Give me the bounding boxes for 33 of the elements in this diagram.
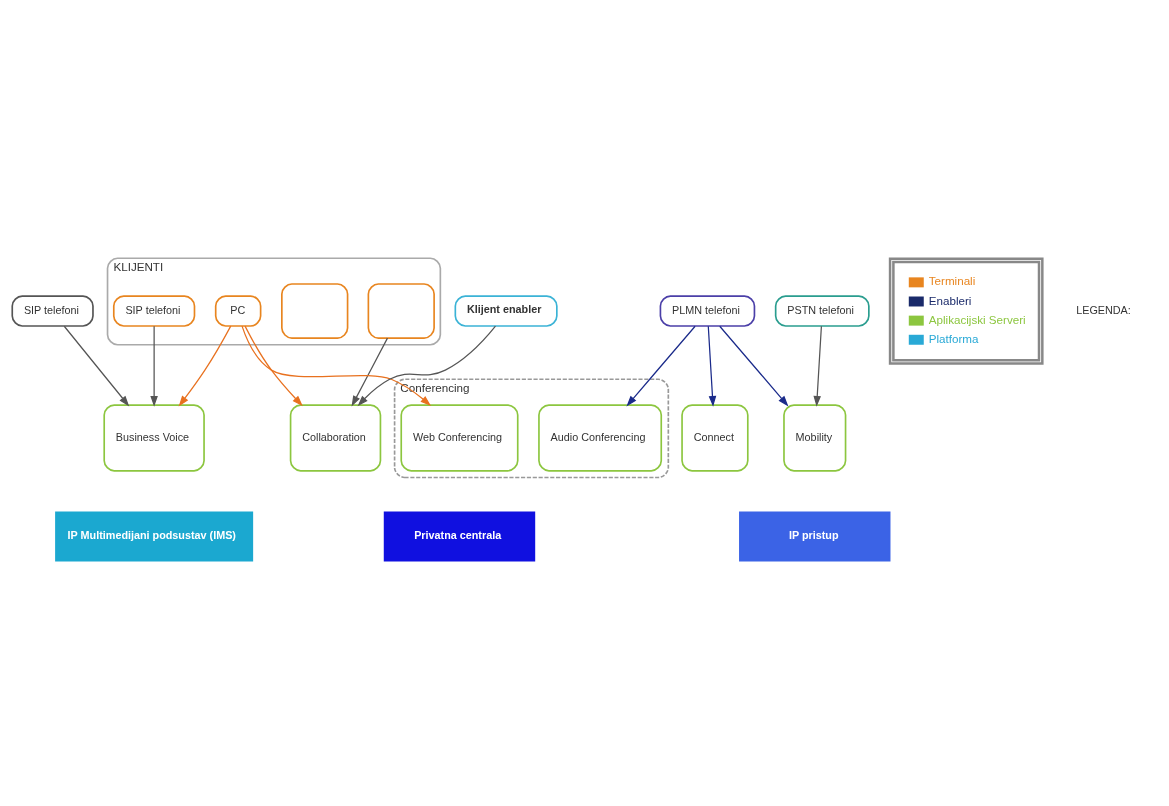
node-box: SIP telefoni — [11, 295, 94, 327]
arrow — [351, 337, 389, 407]
arrow — [241, 325, 432, 407]
node-box: IP pristup — [739, 511, 891, 562]
arrow — [719, 325, 789, 407]
node-box: Audio Conferencing — [538, 404, 663, 472]
arrow — [178, 325, 232, 407]
node-box: Web Conferencing — [400, 404, 519, 472]
node-box: PC — [214, 295, 262, 327]
node-box: Business Voice — [103, 404, 205, 472]
legend-label: Enableri — [928, 293, 972, 307]
node-box — [367, 283, 435, 339]
arrow — [813, 325, 823, 407]
node-box: SIP telefoni — [112, 295, 196, 327]
node-box: PSTN telefoni — [774, 295, 870, 327]
legend-label: Platforma — [928, 331, 979, 345]
arrow — [244, 325, 303, 407]
node-box — [281, 283, 349, 339]
arrow — [150, 325, 158, 407]
legend-label: Terminali — [928, 274, 976, 288]
node-box: PLMN telefoni — [659, 295, 756, 327]
arrow — [707, 325, 717, 407]
arrow — [357, 325, 497, 407]
arrow — [63, 325, 130, 407]
node-box: Privatna centrala — [383, 511, 536, 562]
label: LEGENDA: — [1076, 303, 1131, 316]
legend-label: Aplikacijski Serveri — [928, 312, 1026, 326]
node-box: Mobility — [783, 404, 847, 472]
node-box: Collaboration — [289, 404, 382, 472]
node-box: IP Multimedijani podsustav (IMS) — [55, 511, 254, 562]
arrow — [626, 325, 696, 407]
node-box: Klijent enabler — [454, 295, 558, 327]
node-box: Connect — [681, 404, 749, 472]
